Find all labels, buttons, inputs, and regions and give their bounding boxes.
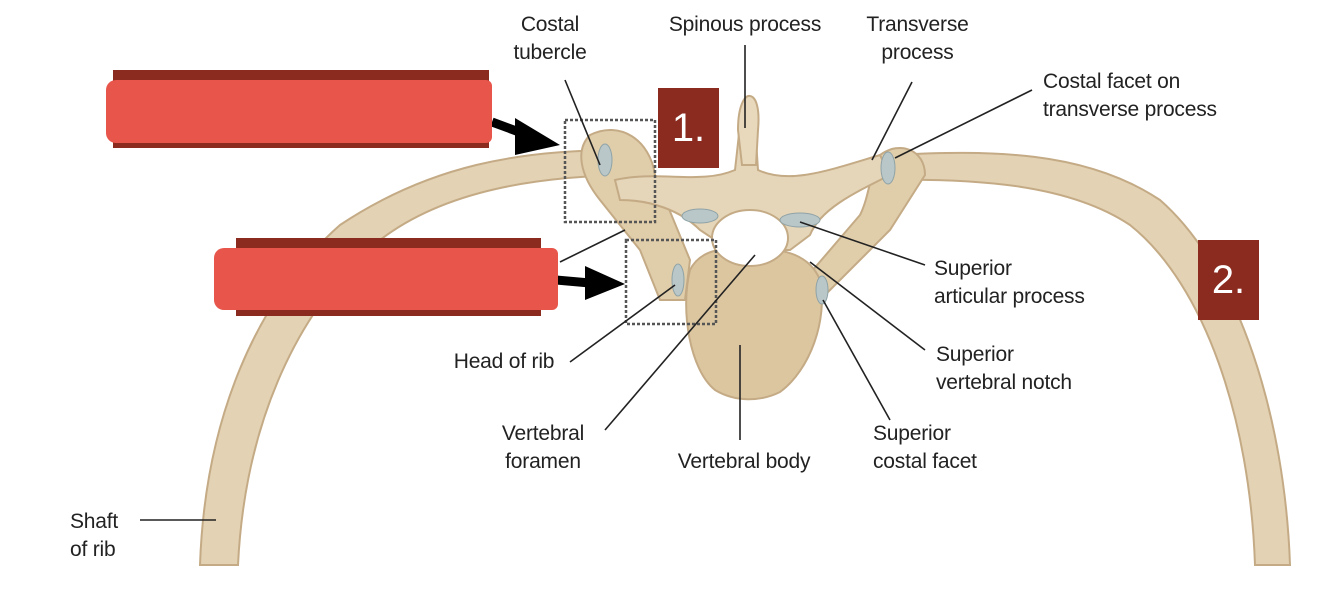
label-superior-costal-facet: Superior costal facet: [873, 422, 977, 473]
label-shaft-of-rib: Shaft of rib: [70, 510, 119, 561]
label-head-of-rib: Head of rib: [453, 350, 555, 373]
dotted-box-head: [624, 238, 718, 326]
leader-lines: [140, 45, 1033, 521]
tag-one: 1.: [658, 88, 719, 168]
label-costal-tubercle: Costal tubercle: [513, 13, 587, 64]
spinous-process-shape: [736, 95, 760, 166]
vertebral-foramen-shape: [711, 209, 789, 267]
label-superior-articular-process: Superior articular process: [934, 257, 1085, 308]
left-articular-facet: [681, 208, 719, 224]
label-vertebral-body: Vertebral body: [677, 450, 811, 473]
label-costal-facet-transverse: Costal facet on transverse process: [1043, 70, 1217, 121]
label-transverse-process: Transverse process: [866, 13, 969, 64]
label-superior-vertebral-notch: Superior vertebral notch: [936, 343, 1072, 394]
label-spinous-process: Spinous process: [668, 13, 822, 36]
dotted-box-tubercle: [563, 118, 657, 224]
vertebral-body-shape: [685, 248, 823, 401]
cover-band-upper: [106, 80, 492, 143]
right-costal-facet: [815, 275, 829, 305]
tubercle-facet-left: [597, 143, 613, 177]
label-vertebral-foramen: Vertebral foramen: [501, 422, 585, 473]
tubercle-facet-right: [880, 151, 896, 185]
left-rib: [198, 148, 643, 566]
tag-two: 2.: [1198, 240, 1259, 320]
arrow-head-upper: [515, 118, 560, 155]
left-costal-facet: [671, 263, 685, 297]
right-articular-facet: [779, 212, 821, 228]
arrows: [490, 117, 625, 300]
arrow-head-lower: [585, 266, 625, 300]
cover-band-lower: [214, 248, 558, 310]
